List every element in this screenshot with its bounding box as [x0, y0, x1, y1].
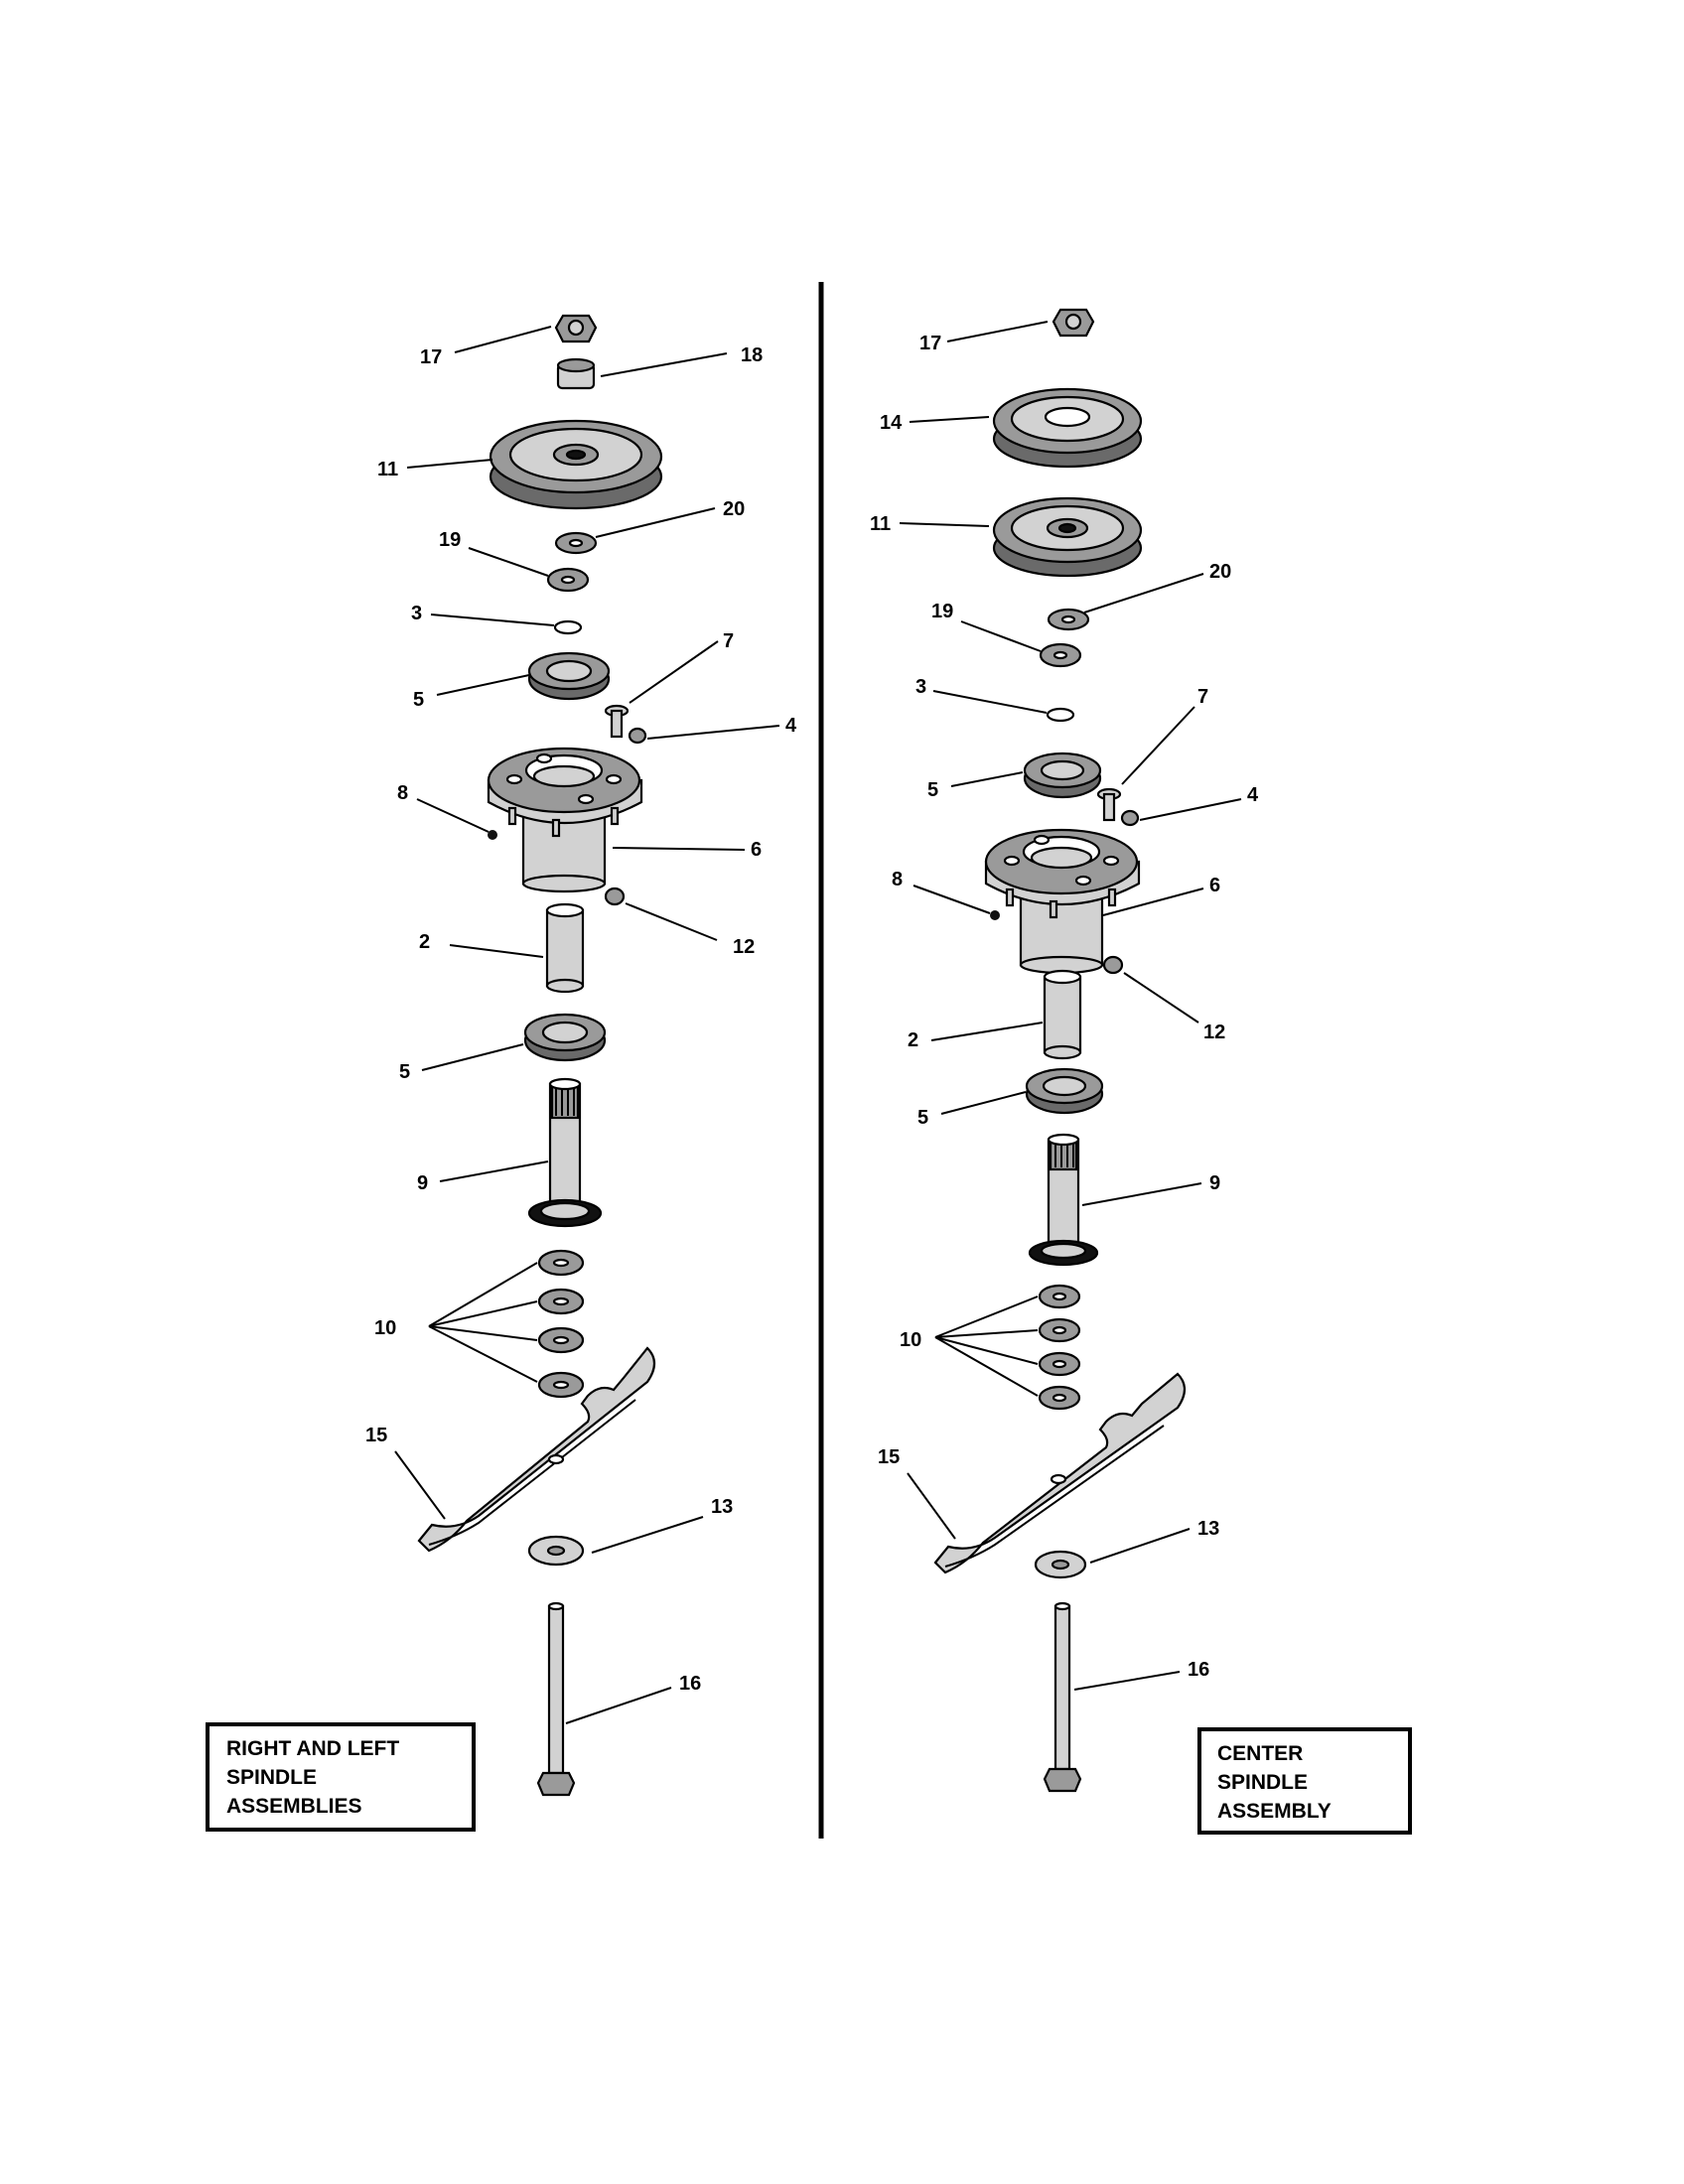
- callout-12: 12: [733, 936, 755, 958]
- callout-18: 18: [741, 344, 763, 366]
- part-14-pulley: [992, 387, 1143, 469]
- part-2-spacer-tube: [1043, 969, 1082, 1060]
- callout-11: 11: [870, 513, 891, 535]
- part-3-retaining-ring: [553, 619, 583, 635]
- part-2-spacer-tube: [545, 902, 585, 994]
- part-10-washers: [537, 1249, 585, 1399]
- callout-20: 20: [1209, 561, 1231, 583]
- callout-15: 15: [878, 1446, 900, 1468]
- callout-7: 7: [1197, 686, 1208, 708]
- part-16-spindle-bolt: [1043, 1601, 1082, 1793]
- part-20-washer: [1047, 608, 1090, 631]
- part-9-spindle-shaft: [1028, 1133, 1099, 1267]
- part-11-pulley: [992, 496, 1143, 578]
- callout-10: 10: [374, 1317, 396, 1339]
- callout-4: 4: [785, 715, 797, 737]
- part-10-washers: [1038, 1284, 1081, 1411]
- left-assembly-title-box: [206, 1722, 476, 1832]
- part-18-spacer: [556, 357, 596, 390]
- part-9-spindle-shaft: [527, 1077, 603, 1228]
- callout-9: 9: [417, 1172, 428, 1194]
- right-title-line-1: CENTER: [1217, 1742, 1303, 1765]
- part-4-nut: [628, 727, 647, 745]
- callout-17: 17: [420, 346, 442, 368]
- callout-16: 16: [679, 1673, 701, 1695]
- callout-14: 14: [880, 412, 903, 434]
- center-spindle-assembly: 17 14 11 20 19 3 7 5 4 8 6 12 2 5 9 10 1…: [870, 308, 1412, 1835]
- part-5-bearing-lower: [1025, 1067, 1104, 1115]
- part-17-nut: [554, 314, 598, 343]
- callout-7: 7: [723, 630, 734, 652]
- callout-16: 16: [1188, 1659, 1209, 1681]
- left-title-line-1: RIGHT AND LEFT: [226, 1737, 399, 1760]
- part-11-pulley: [489, 419, 663, 510]
- callout-3: 3: [915, 676, 926, 698]
- part-17-nut: [1052, 308, 1095, 338]
- left-spindle-assembly: 17 18 11 20 19 3 7 5 4 8 6 2 12 5 9 10 1…: [206, 314, 797, 1832]
- part-5-bearing-lower: [523, 1013, 607, 1062]
- part-8-grease-fitting: [488, 830, 497, 840]
- callout-19: 19: [439, 529, 461, 551]
- part-8-grease-fitting: [990, 910, 1000, 920]
- part-19-washer: [1039, 642, 1082, 668]
- callout-12: 12: [1203, 1022, 1225, 1043]
- part-12-nut: [1102, 955, 1124, 975]
- callout-20: 20: [723, 498, 745, 520]
- callout-8: 8: [892, 869, 903, 890]
- right-title-line-2: SPINDLE: [1217, 1771, 1308, 1794]
- callout-13: 13: [1197, 1518, 1219, 1540]
- part-13-blade-washer: [527, 1535, 585, 1567]
- part-7-carriage-bolt: [1096, 787, 1122, 822]
- callout-19: 19: [931, 601, 953, 622]
- part-20-washer: [554, 531, 598, 555]
- callout-15: 15: [365, 1425, 387, 1446]
- callout-13: 13: [711, 1496, 733, 1518]
- callout-5-upper: 5: [413, 689, 424, 711]
- callout-6: 6: [751, 839, 762, 861]
- callout-5-lower: 5: [917, 1107, 928, 1129]
- part-16-spindle-bolt: [536, 1601, 576, 1797]
- left-title-line-3: ASSEMBLIES: [226, 1795, 362, 1818]
- part-7-carriage-bolt: [604, 704, 630, 739]
- callout-6: 6: [1209, 875, 1220, 896]
- part-4-nut: [1120, 809, 1140, 827]
- left-title-line-2: SPINDLE: [226, 1766, 317, 1789]
- callout-5-lower: 5: [399, 1061, 410, 1083]
- right-title-line-3: ASSEMBLY: [1217, 1800, 1332, 1823]
- callout-8: 8: [397, 782, 408, 804]
- part-3-retaining-ring: [1046, 707, 1075, 723]
- callout-10: 10: [900, 1329, 921, 1351]
- part-12-nut: [604, 887, 626, 906]
- callout-4: 4: [1247, 784, 1259, 806]
- part-15-mower-blade: [417, 1346, 656, 1553]
- part-6-spindle-housing: [487, 747, 643, 893]
- callout-2: 2: [908, 1029, 918, 1051]
- callout-9: 9: [1209, 1172, 1220, 1194]
- part-6-spindle-housing: [984, 828, 1141, 975]
- part-19-washer: [546, 567, 590, 593]
- callout-5-upper: 5: [927, 779, 938, 801]
- part-13-blade-washer: [1034, 1550, 1087, 1579]
- part-5-bearing-upper: [1023, 751, 1102, 799]
- center-assembly-title-box: [1197, 1727, 1412, 1835]
- callout-3: 3: [411, 603, 422, 624]
- part-15-mower-blade: [933, 1372, 1187, 1574]
- part-5-bearing-upper: [527, 651, 611, 701]
- callout-11: 11: [377, 459, 398, 480]
- callout-17: 17: [919, 333, 941, 354]
- callout-2: 2: [419, 931, 430, 953]
